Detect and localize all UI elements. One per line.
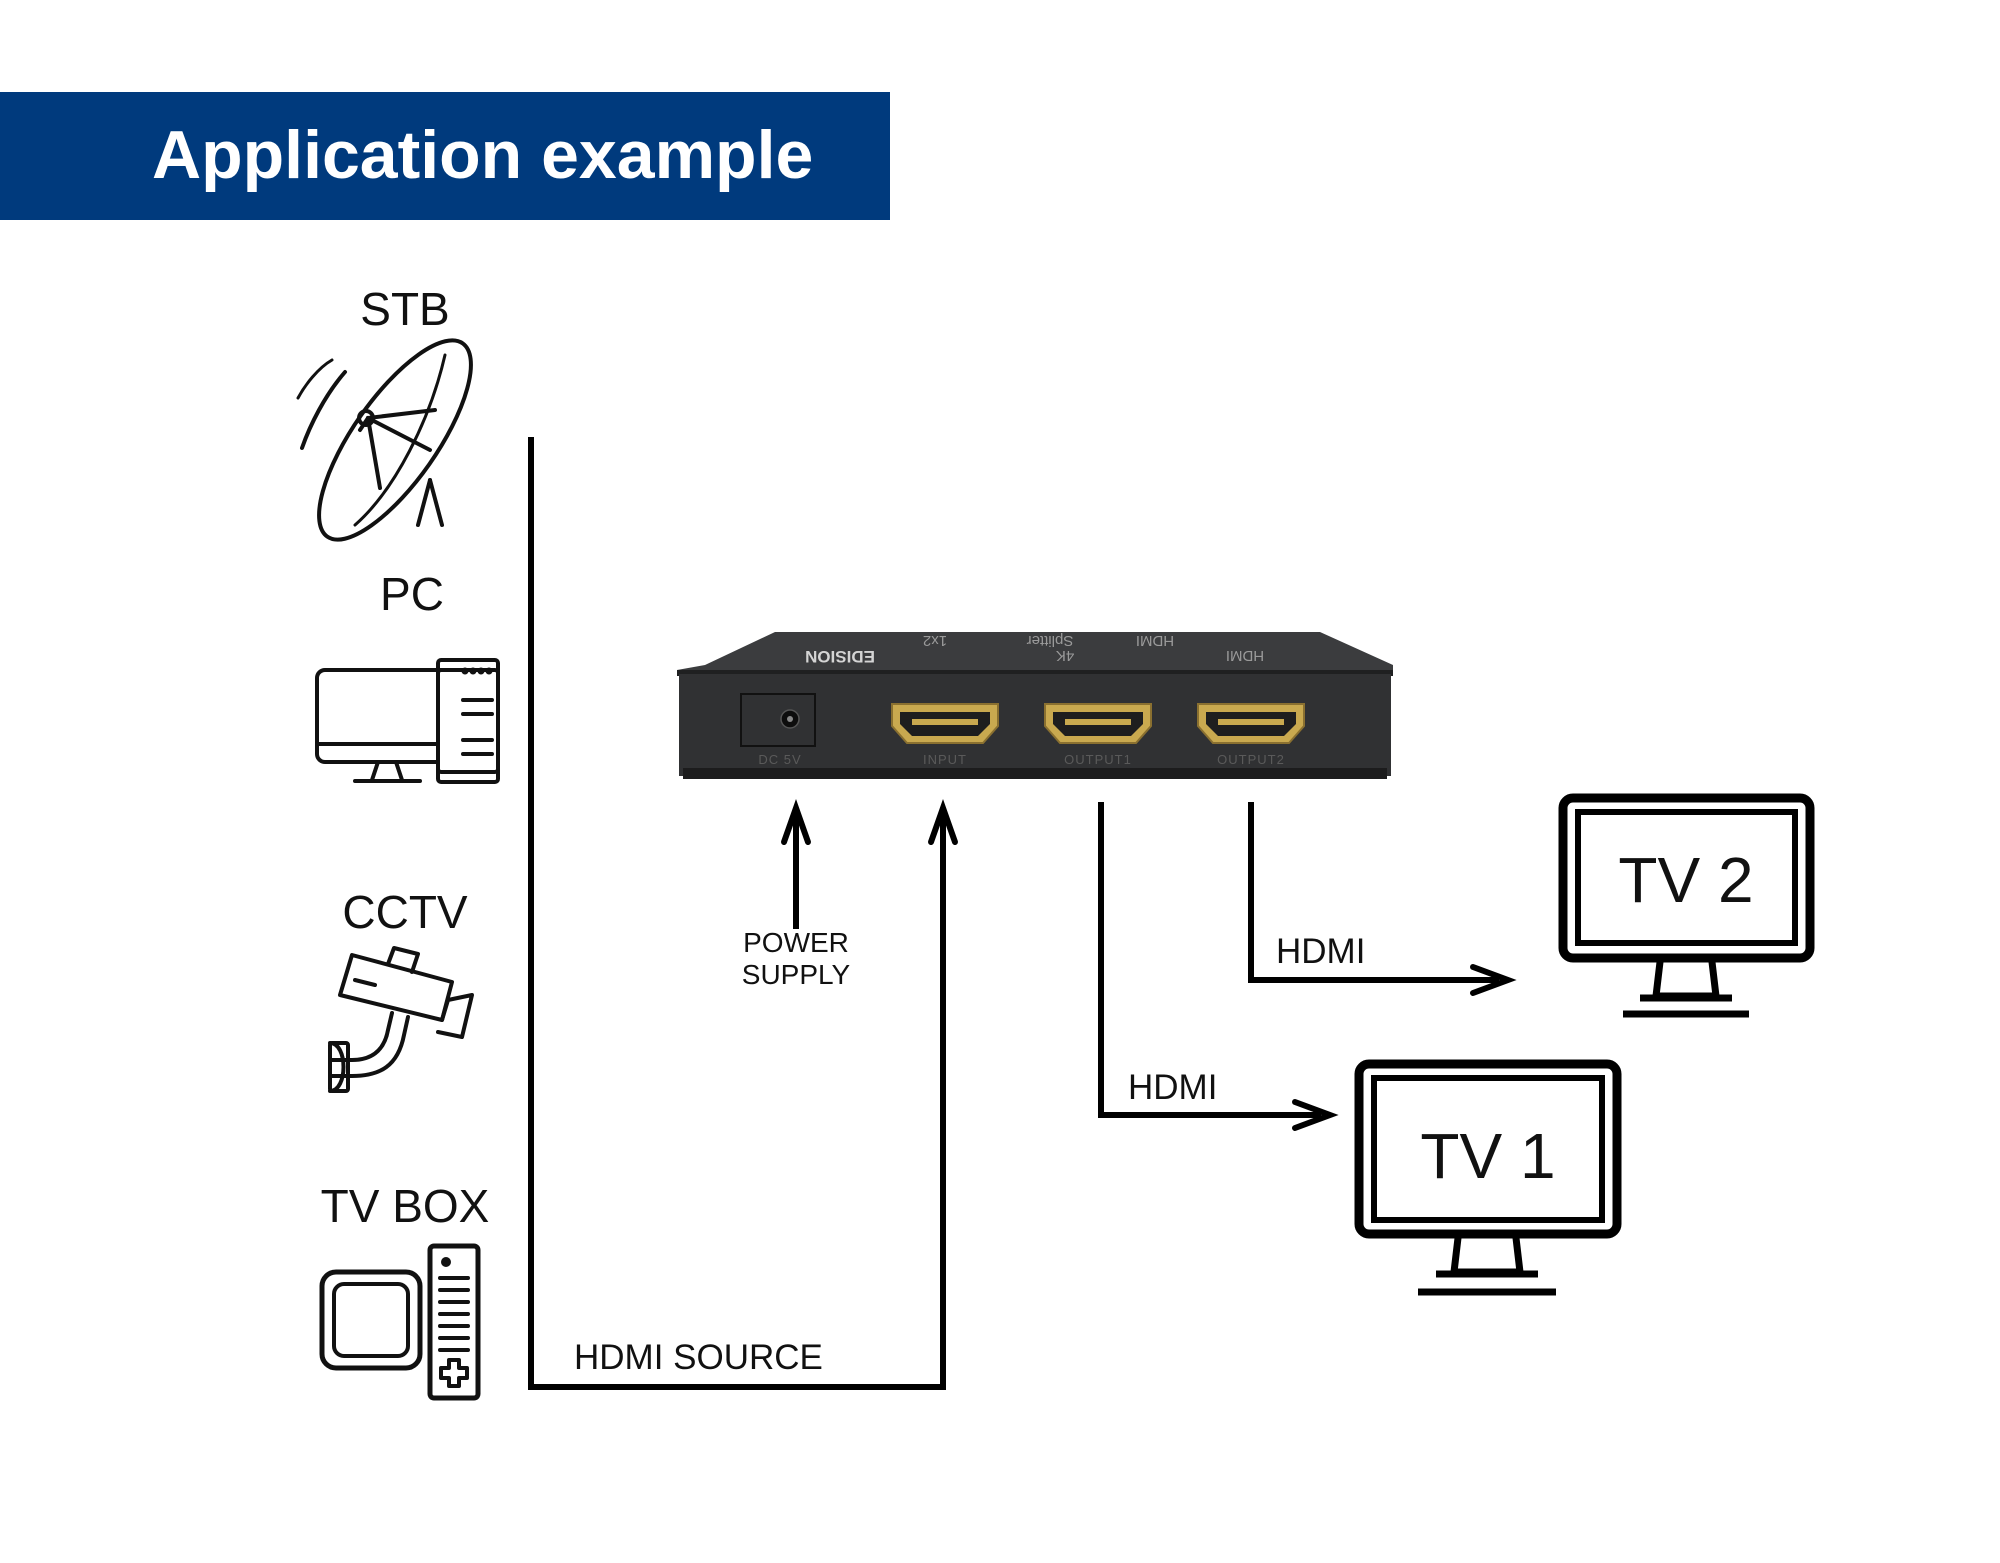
hdmi-output2-label: HDMI [1276,932,1365,971]
cctv-camera-icon [328,946,474,1093]
device-top-surface [677,632,1393,672]
device-bottom-edge [683,768,1387,779]
device-text-5: 1x2 [923,632,947,649]
tv1-label: TV 1 [1420,1120,1555,1192]
hdmi-output2-arrowhead [1470,964,1517,996]
hdmi-splitter-device: EDISION HDMI 4K HDMI Splitter 1x2 DC 5V … [677,632,1393,779]
tv2-monitor: TV 2 [1558,793,1815,1018]
page-title: Application example [152,117,813,193]
dc-jack-port [740,693,816,747]
hdmi-input-port [891,703,999,744]
port-label-output2: OUTPUT2 [1217,752,1285,767]
hdmi-output1-port [1044,703,1152,744]
device-text-1: HDMI [1136,632,1174,649]
hdmi-source-label: HDMI SOURCE [574,1338,823,1377]
hdmi-output2-port [1197,703,1305,744]
source-label-stb: STB [360,283,449,335]
device-text-3: HDMI [1226,647,1264,664]
hdmi-source-arrowhead [928,798,958,845]
hdmi-output1-wire [1098,802,1321,1118]
tv2-label: TV 2 [1618,844,1753,916]
satellite-dish-icon [296,338,473,542]
tv1-monitor: TV 1 [1354,1059,1622,1296]
hdmi-output1-label: HDMI [1128,1068,1217,1107]
port-label-output1: OUTPUT1 [1064,752,1132,767]
power-supply-arrowhead [781,798,811,845]
device-brand: EDISION [805,647,875,666]
tv-box-icon [319,1243,481,1401]
hdmi-output2-wire [1248,802,1499,983]
desktop-computer-icon [315,658,500,784]
port-label-input: INPUT [923,752,967,767]
header-banner-bg [0,92,890,220]
device-text-4: Splitter [1027,632,1074,649]
source-label-pc: PC [380,568,444,620]
source-label-cctv: CCTV [342,886,468,938]
hdmi-source-wire [528,437,946,1390]
source-label-tvbox: TV BOX [321,1180,490,1232]
power-supply-label-line1: POWER [743,927,849,958]
header-banner: Application example [0,92,890,220]
power-supply-label-line2: SUPPLY [742,959,851,990]
device-text-2: 4K [1056,647,1074,664]
hdmi-output1-arrowhead [1292,1099,1339,1131]
port-label-dc: DC 5V [758,752,801,767]
